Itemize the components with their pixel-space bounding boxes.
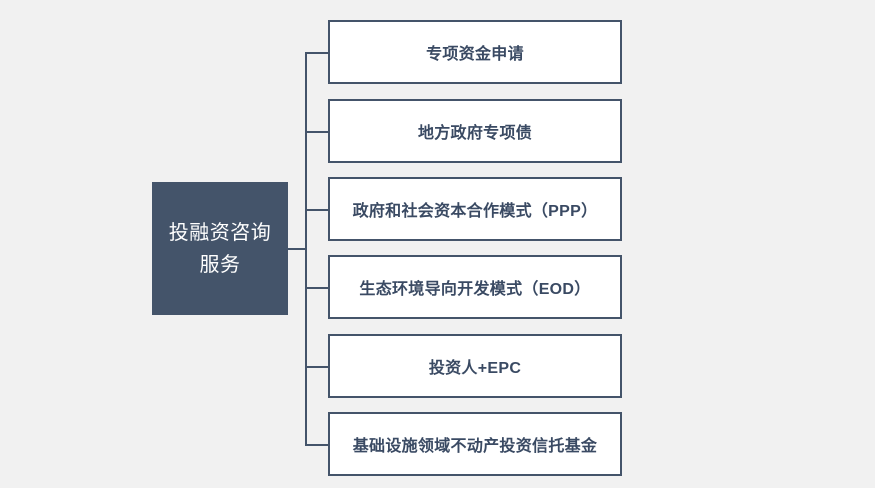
connector-branch-stub-6 [305, 444, 328, 446]
root-node-label: 投融资咨询服务 [168, 221, 272, 276]
branch-node-4-label: 生态环境导向开发模式（EOD） [359, 281, 591, 298]
branch-node-4[interactable]: 生态环境导向开发模式（EOD） [328, 255, 622, 319]
branch-node-3[interactable]: 政府和社会资本合作模式（PPP） [328, 177, 622, 241]
root-node[interactable]: 投融资咨询服务 [152, 182, 288, 315]
branch-node-2[interactable]: 地方政府专项债 [328, 99, 622, 163]
connector-root-stub [288, 248, 307, 250]
connector-trunk [305, 52, 307, 444]
connector-branch-stub-2 [305, 131, 328, 133]
connector-branch-stub-3 [305, 209, 328, 211]
branch-node-6[interactable]: 基础设施领域不动产投资信托基金 [328, 412, 622, 476]
connector-branch-stub-4 [305, 287, 328, 289]
branch-node-5[interactable]: 投资人+EPC [328, 334, 622, 398]
branch-node-5-label: 投资人+EPC [428, 360, 522, 377]
branch-node-6-label: 基础设施领域不动产投资信托基金 [352, 438, 598, 455]
branch-node-2-label: 地方政府专项债 [417, 125, 533, 142]
branch-node-1-label: 专项资金申请 [426, 46, 524, 63]
branch-node-3-label: 政府和社会资本合作模式（PPP） [352, 203, 598, 220]
connector-branch-stub-1 [305, 52, 328, 54]
branch-node-1[interactable]: 专项资金申请 [328, 20, 622, 84]
connector-branch-stub-5 [305, 366, 328, 368]
